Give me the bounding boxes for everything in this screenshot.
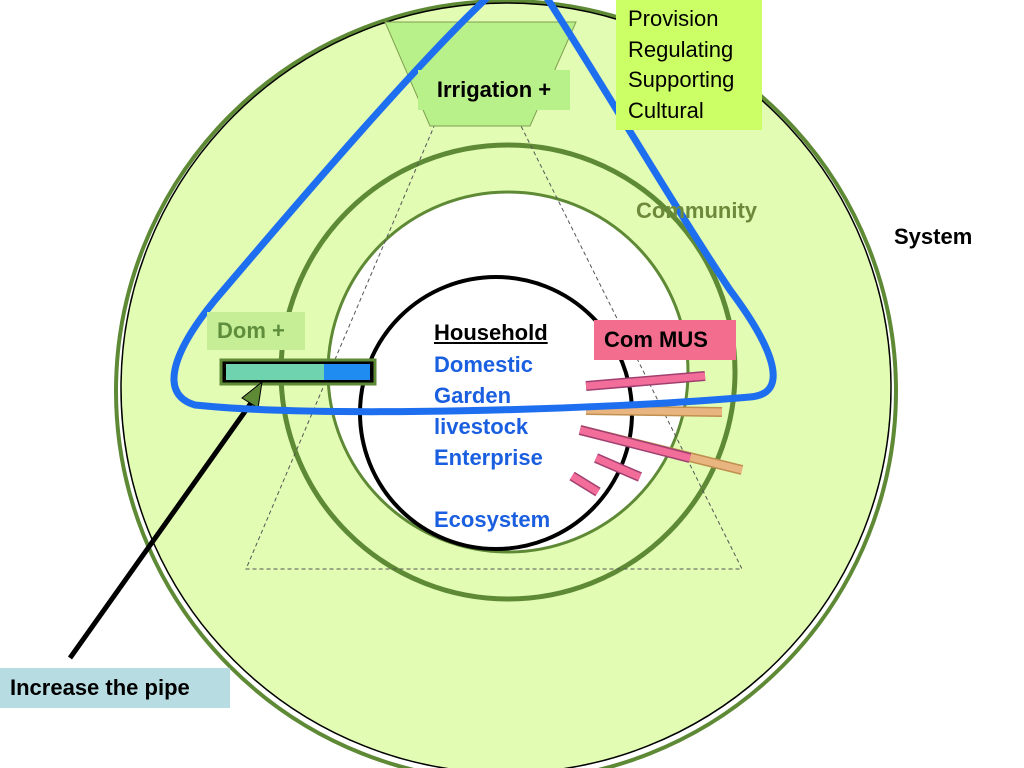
household-item-spacer [434, 473, 550, 504]
increase-arrow-head [241, 380, 263, 409]
com-mus-bars [569, 371, 744, 497]
household-item-garden: Garden [434, 383, 512, 408]
household-item-enterprise: Enterprise [434, 445, 543, 470]
household-item-domestic: Domestic [434, 352, 534, 377]
service-supporting: Supporting [628, 67, 735, 92]
dom-label: Dom + [207, 312, 305, 350]
irrigation-label: Irrigation + [418, 70, 570, 110]
dom-pipe-teal [226, 364, 324, 380]
service-cultural: Cultural [628, 97, 704, 123]
household-title: Household [434, 320, 548, 345]
household-uses-list: Domestic Garden livestock Enterprise Eco… [434, 349, 550, 535]
ecosystem-services-box [616, 0, 762, 130]
ecosystem-services-list: Provision Regulating Supporting Cultural [628, 4, 734, 126]
system-label: System [894, 224, 973, 249]
dom-pipe-frame [219, 358, 377, 386]
service-regulating: Regulating [628, 36, 734, 62]
system-circle-shadow [114, 0, 898, 768]
service-provision: Provision [628, 6, 719, 31]
dom-pipe-blue [324, 364, 370, 380]
increase-pipe-label: Increase the pipe [0, 668, 230, 708]
household-item-ecosystem: Ecosystem [434, 507, 551, 532]
household-item-livestock: livestock [434, 414, 529, 439]
com-mus-label: Com MUS [594, 320, 736, 360]
blue-loop [170, 0, 777, 416]
increase-arrow-line [67, 394, 259, 660]
community-label: Community [636, 198, 757, 223]
